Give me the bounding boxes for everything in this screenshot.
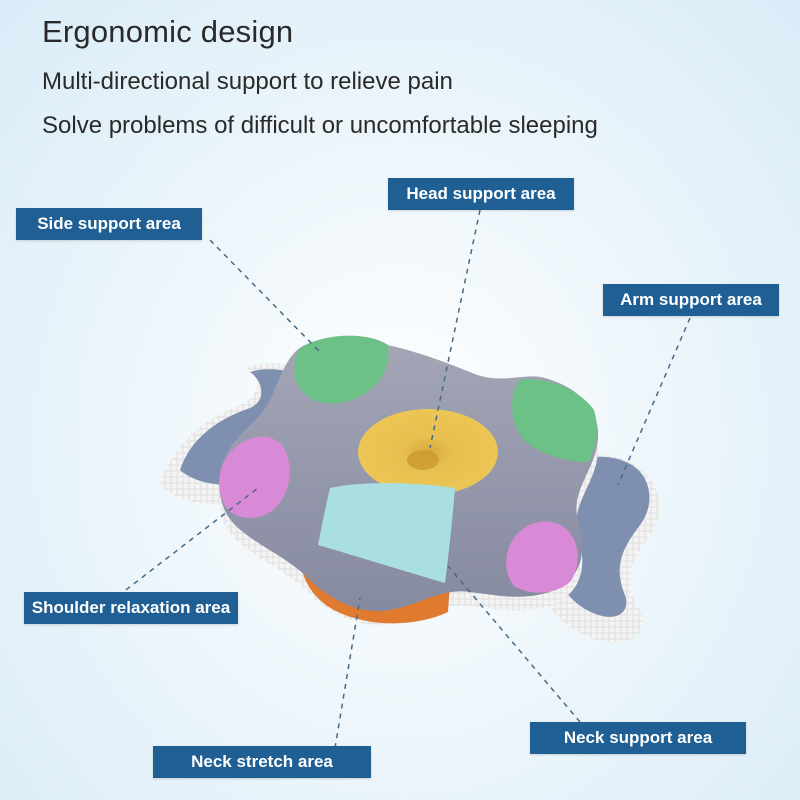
label-head-support: Head support area xyxy=(388,178,574,210)
label-arm-support: Arm support area xyxy=(603,284,779,316)
page-title: Ergonomic design xyxy=(42,14,294,49)
label-neck-stretch: Neck stretch area xyxy=(153,746,371,778)
side-support-zone-right xyxy=(512,379,597,462)
label-shoulder-relaxation: Shoulder relaxation area xyxy=(24,592,238,624)
label-neck-support: Neck support area xyxy=(530,722,746,754)
shoulder-zone-right xyxy=(506,521,578,593)
feature-line-1: Multi-directional support to relieve pai… xyxy=(42,68,453,95)
label-side-support: Side support area xyxy=(16,208,202,240)
neck-support-leader xyxy=(447,565,581,723)
feature-line-2: Solve problems of difficult or uncomfort… xyxy=(42,112,598,139)
arm-leader xyxy=(617,317,691,486)
head-leader xyxy=(429,209,481,449)
shoulder-leader xyxy=(117,487,259,597)
side-support-zone-left xyxy=(294,335,389,404)
neck-stretch-zone xyxy=(300,560,450,624)
shoulder-zone-left xyxy=(219,436,290,518)
neck-support-zone xyxy=(318,483,455,583)
head-support-dimple xyxy=(407,450,439,470)
side-leader xyxy=(209,239,321,353)
